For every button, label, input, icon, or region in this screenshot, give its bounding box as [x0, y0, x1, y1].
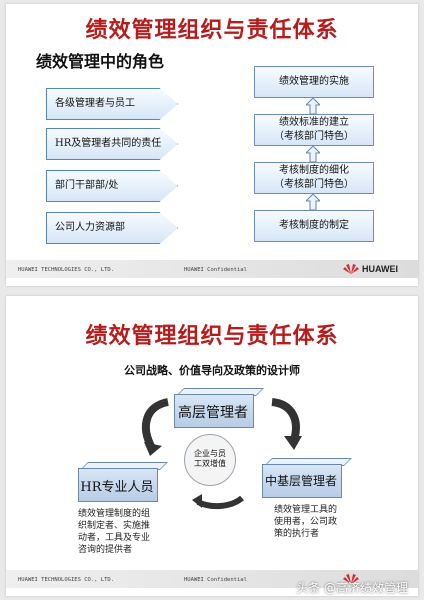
step-box-2: 绩效标准的建立 （考核部门特色）: [254, 114, 374, 146]
top-manager-label: 高层管理者: [178, 405, 248, 421]
step-box-1: 绩效管理的实施: [254, 66, 374, 98]
role-arrow-3: 部门干部部/处: [46, 170, 178, 202]
curved-arrow-icon: [271, 398, 302, 450]
slide-1-title: 绩效管理组织与责任体系: [85, 17, 339, 43]
slide-2: 绩效管理组织与责任体系 公司战略、价值导向及政策的设计师 高层管理者 HR专业人…: [6, 296, 418, 596]
step-label: 考核制度的制定: [279, 220, 349, 231]
step-box-3: 考核制度的细化 （考核部门特色）: [254, 162, 374, 194]
footer-band: [6, 260, 418, 278]
step-label: 绩效标准的建立 （考核部门特色）: [274, 117, 354, 142]
footer-company: HUAWEI TECHNOLOGIES CO., LTD.: [18, 577, 115, 583]
curved-arrow-icon: [141, 398, 170, 456]
slide-1: 绩效管理组织与责任体系 绩效管理中的角色 各级管理者与员工 HR及管理者共同的责…: [6, 4, 418, 286]
center-label: 企业与员 工双增值: [194, 449, 226, 468]
role-label: 各级管理者与员工: [55, 98, 135, 109]
huawei-logo-text: HUAWEI: [362, 264, 398, 274]
role-arrow-4: 公司人力资源部: [46, 212, 178, 244]
footer-confidential: HUAWEI Confidential: [184, 577, 247, 583]
hr-cube: HR专业人员: [78, 462, 168, 502]
curved-arrow-icon: [192, 494, 244, 510]
step-label: 绩效管理的实施: [279, 76, 349, 87]
center-circle: 企业与员 工双增值: [184, 434, 236, 486]
role-label: 公司人力资源部: [55, 222, 125, 233]
hr-description: 绩效管理制度的组 织制定者、实施推 动者，工具及专业 咨询的提供者: [78, 509, 151, 555]
role-label: HR及管理者共同的责任: [55, 138, 162, 149]
footer-band: [6, 570, 418, 588]
middle-manager-label: 中基层管理者: [264, 474, 337, 488]
role-arrow-1: 各级管理者与员工: [46, 88, 178, 120]
slide-1-subtitle: 绩效管理中的角色: [36, 52, 165, 71]
up-arrow-icon: [306, 194, 320, 210]
huawei-logo-icon: [343, 574, 359, 584]
role-label: 部门干部部/处: [55, 180, 119, 191]
hr-label: HR专业人员: [80, 480, 154, 495]
footer-company: HUAWEI TECHNOLOGIES CO., LTD.: [18, 267, 115, 273]
top-manager-cube: 高层管理者: [174, 388, 264, 428]
role-arrow-2: HR及管理者共同的责任: [46, 128, 178, 160]
middle-manager-cube: 中基层管理者: [262, 458, 352, 498]
watermark: 头条 @高济绩效管理: [296, 581, 408, 595]
up-arrow-icon: [306, 98, 320, 114]
step-box-4: 考核制度的制定: [254, 210, 374, 242]
huawei-logo-icon: [343, 264, 359, 274]
slide-2-subtitle: 公司战略、价值导向及政策的设计师: [124, 364, 300, 377]
middle-manager-description: 绩效管理工具的 使用者，公司政 策的执行者: [274, 505, 338, 539]
slide-2-title: 绩效管理组织与责任体系: [85, 323, 339, 349]
footer-confidential: HUAWEI Confidential: [184, 267, 247, 273]
up-arrow-icon: [306, 146, 320, 162]
step-label: 考核制度的细化 （考核部门特色）: [274, 165, 354, 190]
